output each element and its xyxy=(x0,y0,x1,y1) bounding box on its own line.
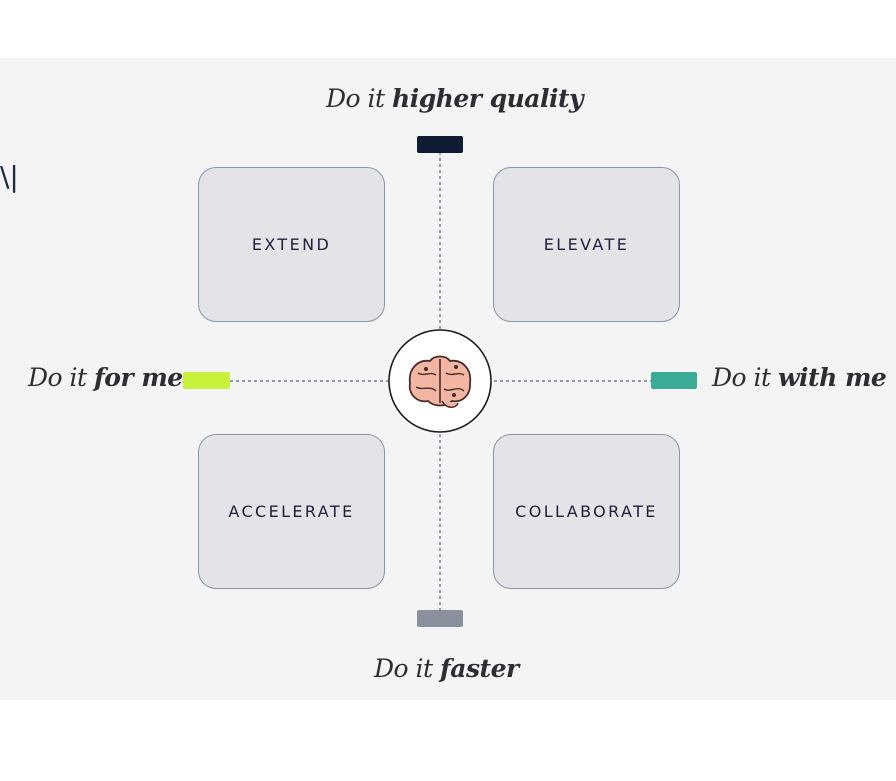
bottom-axis-marker xyxy=(417,610,463,627)
right-axis-marker xyxy=(651,372,697,389)
left-label-emphasis: for me xyxy=(94,363,183,392)
left-axis-marker xyxy=(183,372,230,389)
top-axis-label: Do it higher quality xyxy=(326,84,584,113)
bottom-label-prefix: Do it xyxy=(374,654,441,683)
edge-text-fragment: \| xyxy=(0,160,19,193)
right-label-emphasis: with me xyxy=(778,363,887,392)
quadrant-accelerate: ACCELERATE xyxy=(198,434,385,589)
left-label-prefix: Do it xyxy=(28,363,95,392)
quadrant-extend: EXTEND xyxy=(198,167,385,322)
top-axis-marker xyxy=(417,136,463,153)
quadrant-elevate-label: ELEVATE xyxy=(543,235,630,254)
top-label-emphasis: higher quality xyxy=(392,84,584,113)
quadrant-collaborate-label: COLLABORATE xyxy=(515,502,658,521)
quadrant-elevate: ELEVATE xyxy=(493,167,680,322)
quadrant-collaborate: COLLABORATE xyxy=(493,434,680,589)
quadrant-accelerate-label: ACCELERATE xyxy=(228,502,355,521)
top-label-prefix: Do it xyxy=(326,84,393,113)
brain-icon xyxy=(408,355,472,408)
right-label-prefix: Do it xyxy=(712,363,779,392)
bottom-axis-label: Do it faster xyxy=(374,654,519,683)
quadrant-extend-label: EXTEND xyxy=(251,235,332,254)
bottom-label-emphasis: faster xyxy=(440,654,519,683)
right-axis-label: Do it with me xyxy=(712,363,887,392)
left-axis-label: Do it for me xyxy=(28,363,183,392)
